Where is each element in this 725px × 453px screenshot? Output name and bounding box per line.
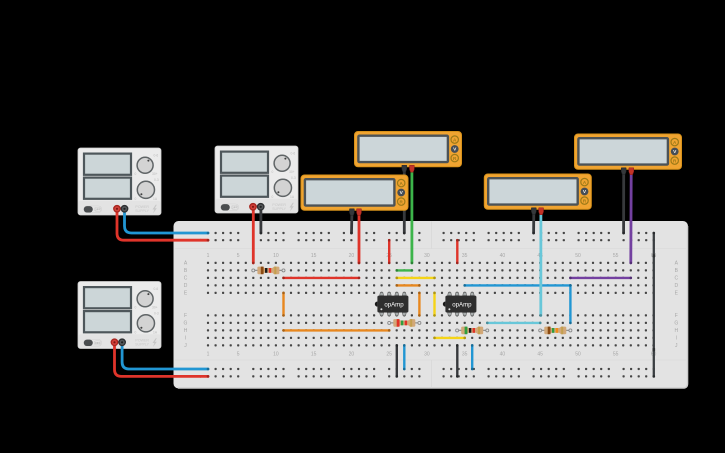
svg-text:C: C (674, 276, 678, 282)
svg-text:A: A (453, 137, 457, 142)
svg-text:V: V (453, 147, 457, 153)
svg-text:I: I (185, 336, 186, 342)
svg-text:A: A (675, 261, 679, 267)
svg-text:H: H (674, 328, 678, 334)
svg-text:15: 15 (311, 351, 317, 357)
svg-text:A: A (673, 140, 677, 145)
svg-text:J: J (675, 343, 678, 349)
svg-text:R: R (400, 199, 404, 204)
svg-text:1A: 1A (153, 331, 158, 335)
svg-text:20: 20 (349, 351, 355, 357)
svg-text:0-3: 0-3 (154, 311, 159, 315)
svg-text:R: R (673, 158, 677, 163)
svg-text:POWER: POWER (272, 203, 286, 207)
svg-text:30: 30 (424, 351, 430, 357)
svg-text:1A: 1A (290, 195, 295, 199)
svg-text:25: 25 (386, 351, 392, 357)
svg-text:0-6: 0-6 (291, 152, 296, 156)
svg-text:opAmp: opAmp (452, 301, 472, 308)
svg-text:D: D (674, 283, 678, 289)
svg-text:OFF: OFF (95, 341, 101, 345)
svg-text:30+: 30+ (152, 306, 158, 310)
svg-text:1: 1 (207, 351, 210, 357)
svg-text:10: 10 (273, 253, 279, 259)
svg-text:40: 40 (500, 253, 506, 259)
svg-text:1: 1 (207, 253, 210, 259)
svg-text:V: V (673, 149, 677, 155)
svg-text:1A: 1A (153, 197, 158, 201)
svg-text:B: B (184, 268, 188, 274)
svg-text:0-6: 0-6 (154, 154, 159, 158)
svg-text:V: V (400, 190, 404, 196)
svg-text:A: A (583, 180, 587, 185)
svg-text:55: 55 (613, 351, 619, 357)
svg-text:E: E (675, 291, 679, 297)
svg-text:0: 0 (135, 197, 137, 201)
svg-text:G: G (674, 321, 678, 327)
svg-text:R: R (453, 156, 457, 161)
svg-text:35: 35 (462, 351, 468, 357)
svg-text:opAmp: opAmp (384, 301, 404, 308)
svg-text:30+: 30+ (289, 170, 295, 174)
svg-text:R: R (583, 198, 587, 203)
svg-text:POWER: POWER (135, 338, 149, 342)
svg-text:F: F (675, 313, 678, 319)
svg-text:50: 50 (575, 253, 581, 259)
svg-text:V: V (583, 189, 587, 195)
svg-text:A: A (400, 181, 404, 186)
svg-text:0: 0 (135, 306, 137, 310)
svg-text:C: C (184, 276, 188, 282)
svg-text:I: I (676, 336, 677, 342)
svg-text:0-6: 0-6 (154, 287, 159, 291)
svg-text:35: 35 (462, 253, 468, 259)
svg-text:H: H (184, 328, 188, 334)
svg-text:POWER: POWER (135, 205, 149, 209)
svg-text:50: 50 (575, 351, 581, 357)
svg-text:D: D (184, 283, 188, 289)
svg-text:0: 0 (272, 195, 274, 199)
svg-text:J: J (184, 343, 187, 349)
svg-text:5: 5 (237, 253, 240, 259)
svg-text:B: B (675, 268, 679, 274)
svg-text:0-3: 0-3 (291, 176, 296, 180)
svg-text:SUPPLY: SUPPLY (135, 209, 150, 213)
svg-text:SUPPLY: SUPPLY (135, 343, 150, 347)
svg-text:10: 10 (273, 351, 279, 357)
svg-text:F: F (184, 313, 187, 319)
svg-text:OFF: OFF (232, 205, 238, 209)
svg-text:15: 15 (311, 253, 317, 259)
svg-text:0: 0 (272, 170, 274, 174)
svg-text:45: 45 (537, 351, 543, 357)
svg-text:55: 55 (613, 253, 619, 259)
svg-text:0-3: 0-3 (154, 178, 159, 182)
svg-text:20: 20 (349, 253, 355, 259)
svg-text:G: G (184, 321, 188, 327)
svg-text:OFF: OFF (95, 207, 101, 211)
svg-text:30: 30 (424, 253, 430, 259)
svg-text:0: 0 (135, 331, 137, 335)
svg-text:E: E (184, 291, 188, 297)
svg-text:30+: 30+ (152, 172, 158, 176)
svg-text:0: 0 (135, 172, 137, 176)
svg-text:5: 5 (237, 351, 240, 357)
svg-text:40: 40 (500, 351, 506, 357)
svg-text:SUPPLY: SUPPLY (272, 207, 287, 211)
svg-text:A: A (184, 261, 188, 267)
